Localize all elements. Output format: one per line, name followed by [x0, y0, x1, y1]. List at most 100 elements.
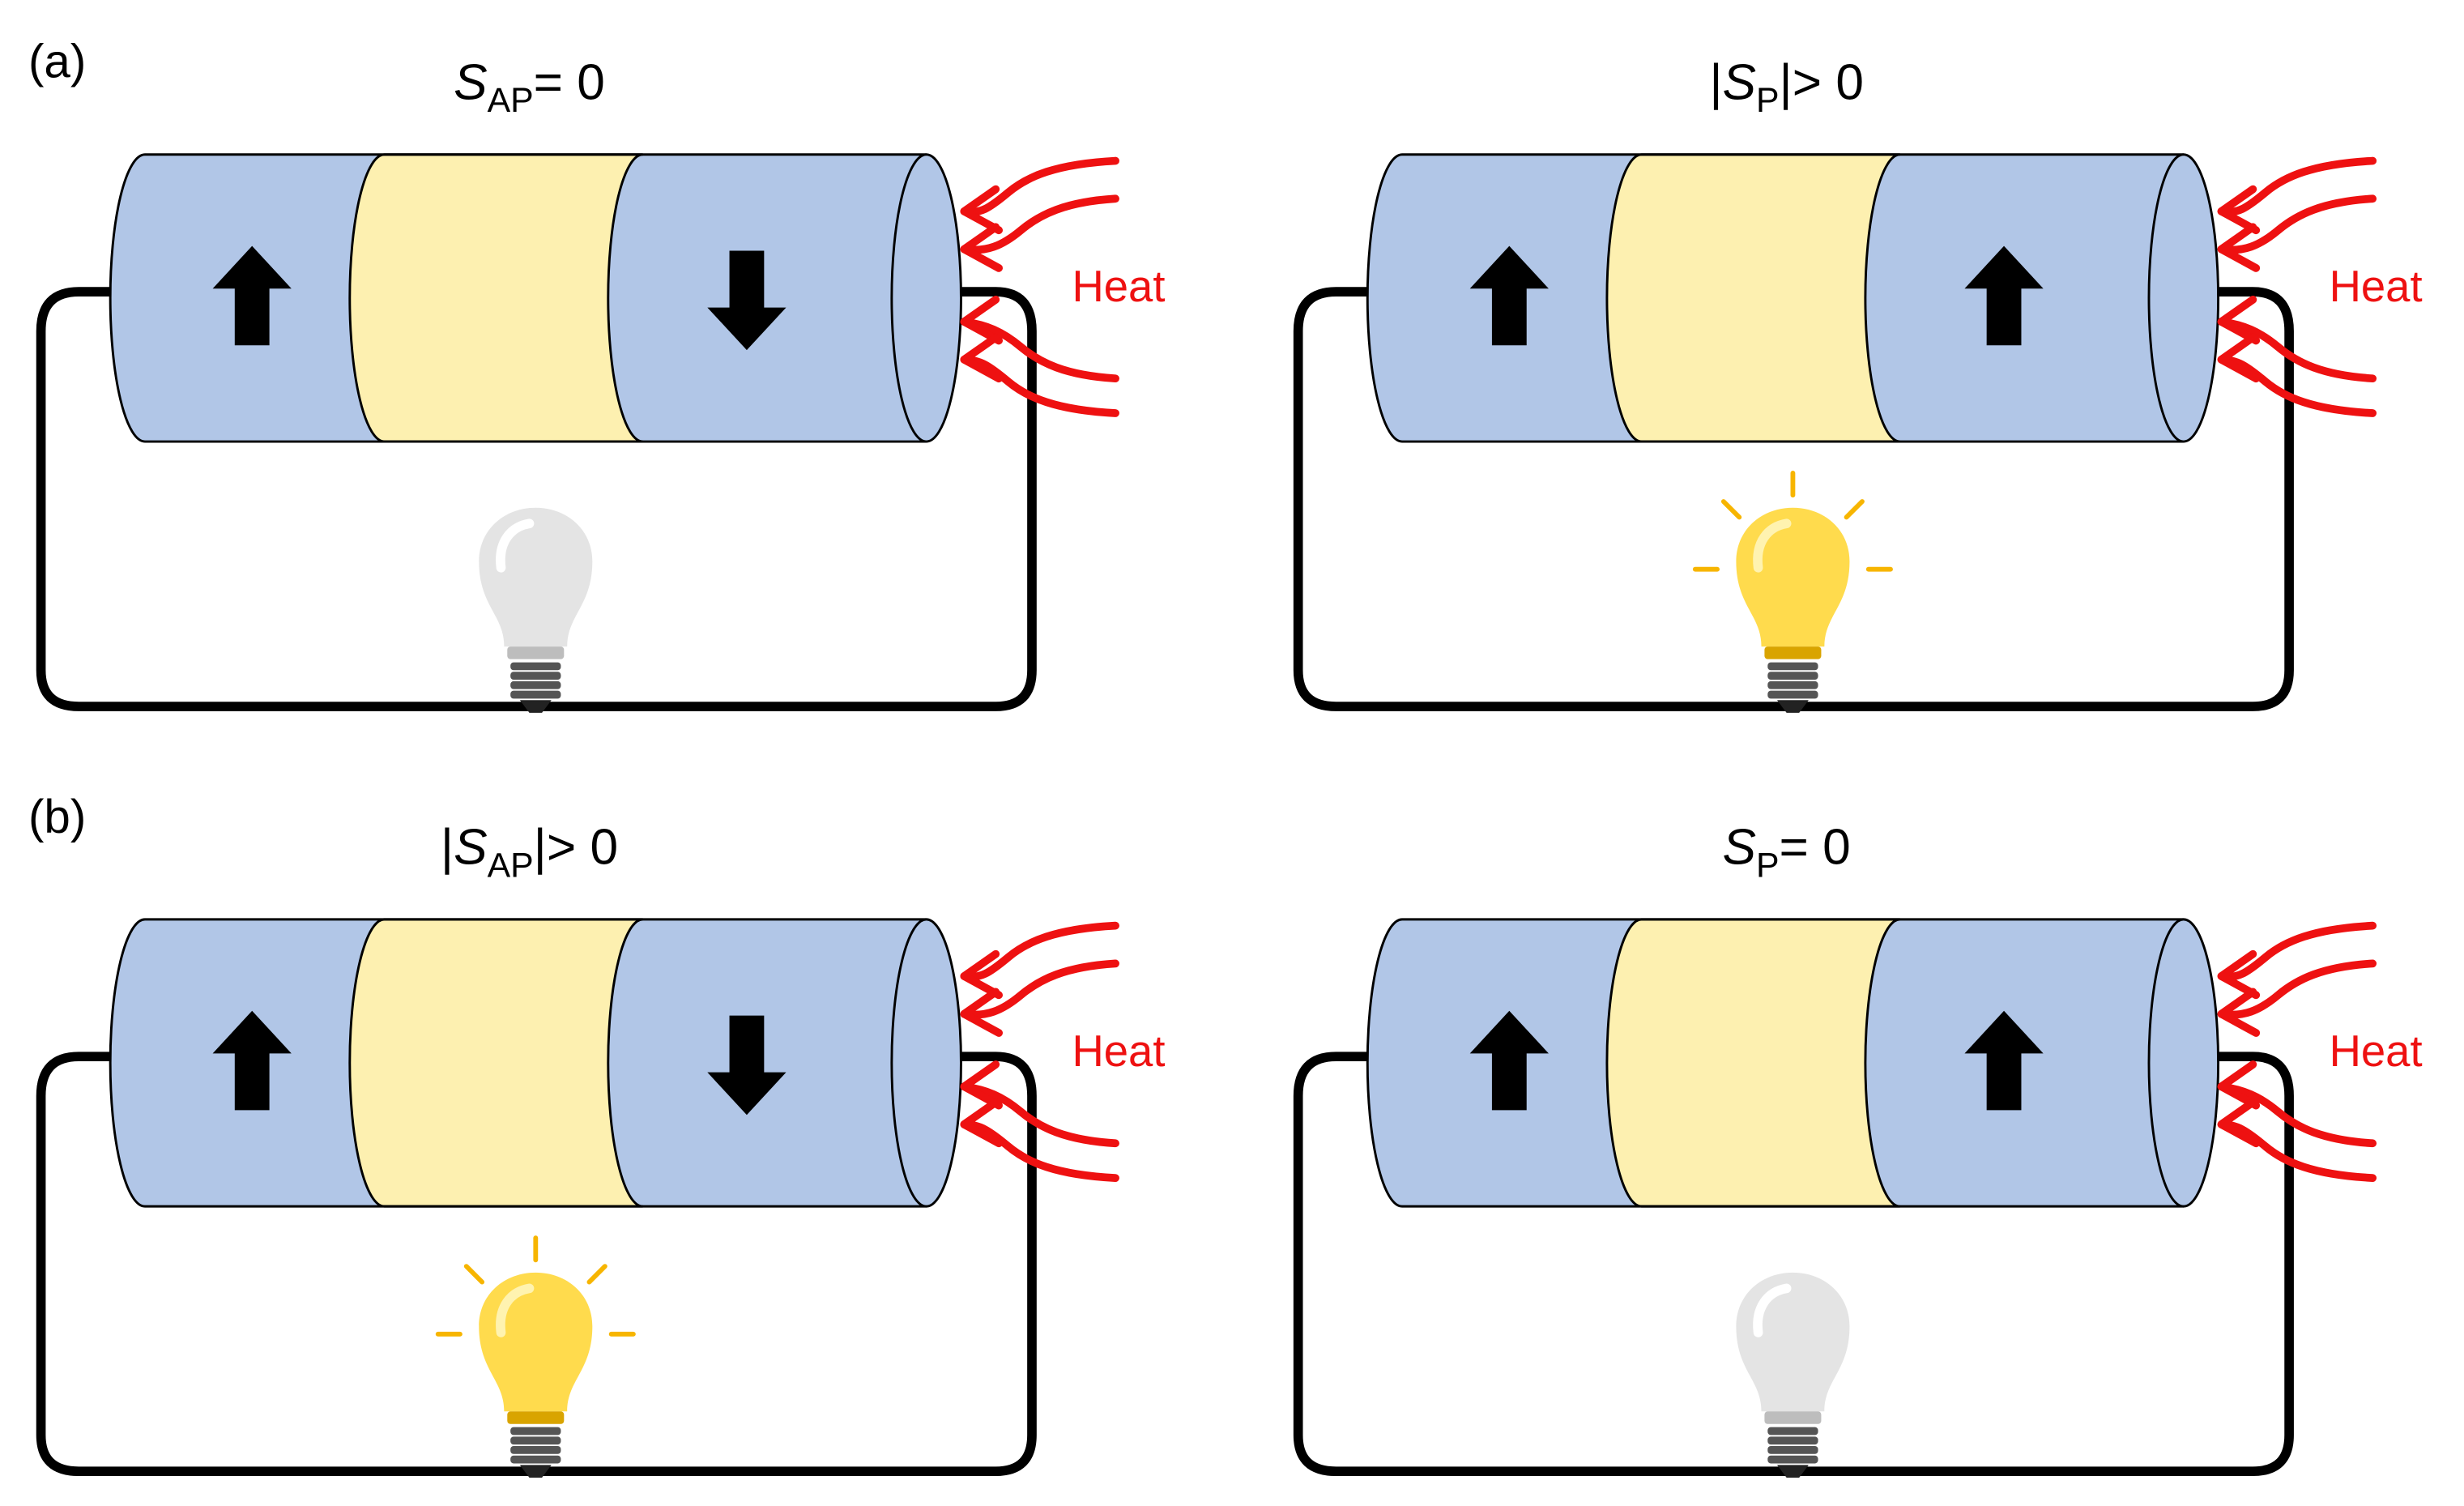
bulb-thread — [510, 1427, 561, 1436]
heat-arrowhead — [960, 333, 1004, 383]
diagram-b-parallel: SP= 0 Heat — [1293, 820, 2423, 1478]
title-subscript: P — [1756, 81, 1780, 120]
heat-arrow-line — [2217, 156, 2377, 216]
heat-arrow-line — [2217, 194, 2377, 254]
magnetization-down-arrow-icon — [707, 250, 787, 351]
light-bulb-on-icon — [1692, 471, 1893, 713]
spin-valve-cylinder — [109, 918, 962, 1208]
bulb-glass — [1736, 507, 1850, 647]
heat-arrow-line — [2217, 355, 2377, 417]
heat-arrowhead — [2217, 223, 2261, 272]
bulb-thread — [510, 1446, 561, 1454]
magnetization-down-arrow-icon — [707, 1015, 787, 1116]
cylinder-end-cap — [2147, 918, 2220, 1208]
bulb-thread — [1767, 690, 1818, 699]
heat-arrow-line — [960, 156, 1119, 216]
bulb-thread — [510, 672, 561, 680]
bulb-thread — [1767, 1427, 1818, 1436]
heat-arrows — [960, 156, 1119, 417]
cylinder-outline — [109, 153, 927, 443]
title-symbol: S — [454, 55, 488, 111]
nonmagnetic-spacer — [1605, 153, 1900, 443]
heat-arrowhead — [960, 223, 1004, 272]
bulb-neck — [507, 1411, 565, 1424]
heat-arrow-line — [2217, 318, 2377, 383]
light-ray — [1844, 499, 1865, 520]
bulb-thread — [510, 680, 561, 689]
heat-arrow-line — [960, 194, 1119, 254]
heat-arrows — [960, 921, 1119, 1182]
circuit-wire — [36, 1052, 1037, 1477]
nonmagnetic-spacer — [348, 153, 643, 443]
bulb-glass — [479, 1272, 593, 1412]
bulb-thread — [1767, 1436, 1818, 1445]
heat-arrow-line — [2217, 921, 2377, 981]
light-ray — [1720, 499, 1742, 520]
abs-bar-right: | — [1780, 55, 1793, 111]
title-relation: = 0 — [1780, 820, 1851, 876]
light-bulb-off-icon — [1736, 1272, 1850, 1478]
circuit-wire — [1293, 1052, 2294, 1477]
cylinder-outline — [1366, 918, 2184, 1208]
bulb-highlight — [1753, 518, 1792, 573]
bulb-highlight — [1753, 1283, 1792, 1337]
bulb-thread — [510, 662, 561, 671]
heat-arrow-line — [2217, 959, 2377, 1019]
title-relation: > 0 — [547, 820, 618, 876]
heat-arrowhead — [960, 295, 1004, 345]
circuit-wire — [36, 287, 1037, 711]
heat-arrowhead — [2217, 988, 2261, 1037]
abs-bar-left: | — [1709, 55, 1722, 111]
abs-bar-left: | — [441, 820, 454, 876]
bulb-contact — [519, 1465, 552, 1478]
magnetization-up-arrow-icon — [1964, 1010, 2044, 1111]
cylinder-outline — [109, 918, 927, 1208]
spin-valve-cylinder — [1366, 153, 2220, 443]
diagram-title: |SAP|> 0 — [441, 820, 618, 885]
heat-arrow-line — [960, 355, 1119, 417]
diagram-title: SAP= 0 — [454, 55, 605, 121]
light-ray — [586, 1264, 607, 1285]
panel-label-a: (a) — [28, 35, 86, 87]
heat-arrowhead — [2217, 949, 2261, 1000]
title-subscript: AP — [488, 81, 534, 120]
heat-arrow-line — [960, 318, 1119, 383]
cylinder-end-cap — [890, 153, 962, 443]
title-relation: = 0 — [534, 55, 605, 111]
magnetization-up-arrow-icon — [1469, 245, 1549, 346]
heat-arrow-line — [960, 1082, 1119, 1148]
heat-label: Heat — [2330, 1026, 2423, 1076]
nonmagnetic-spacer — [348, 918, 643, 1208]
spin-valve-cylinder — [1366, 918, 2220, 1208]
heat-arrow-line — [960, 921, 1119, 981]
bulb-contact — [1776, 700, 1809, 713]
diagram-title: |SP|> 0 — [1709, 55, 1864, 121]
magnetization-up-arrow-icon — [212, 1010, 292, 1111]
title-symbol: S — [1722, 55, 1756, 111]
magnetization-up-arrow-icon — [1469, 1010, 1549, 1111]
panel-label-b: (b) — [28, 791, 86, 843]
bulb-thread — [1767, 1455, 1818, 1464]
bulb-glass — [479, 507, 593, 647]
heat-arrowhead — [960, 988, 1004, 1037]
cylinder-end-cap — [890, 918, 962, 1208]
bulb-neck — [1764, 1411, 1822, 1424]
heat-arrowhead — [2217, 295, 2261, 345]
diagram-title: SP= 0 — [1722, 820, 1850, 885]
heat-label: Heat — [2330, 262, 2423, 311]
title-relation: > 0 — [1793, 55, 1864, 111]
bulb-neck — [507, 646, 565, 659]
light-bulb-on-icon — [435, 1235, 636, 1478]
bulb-thread — [1767, 1446, 1818, 1454]
heat-arrowhead — [2217, 185, 2261, 235]
bulb-thread — [510, 690, 561, 699]
bulb-thread — [510, 1436, 561, 1445]
heat-arrow-line — [960, 959, 1119, 1019]
abs-bar-right: | — [534, 820, 547, 876]
light-bulb-off-icon — [479, 507, 593, 713]
bulb-thread — [1767, 680, 1818, 689]
heat-arrowhead — [2217, 1060, 2261, 1110]
